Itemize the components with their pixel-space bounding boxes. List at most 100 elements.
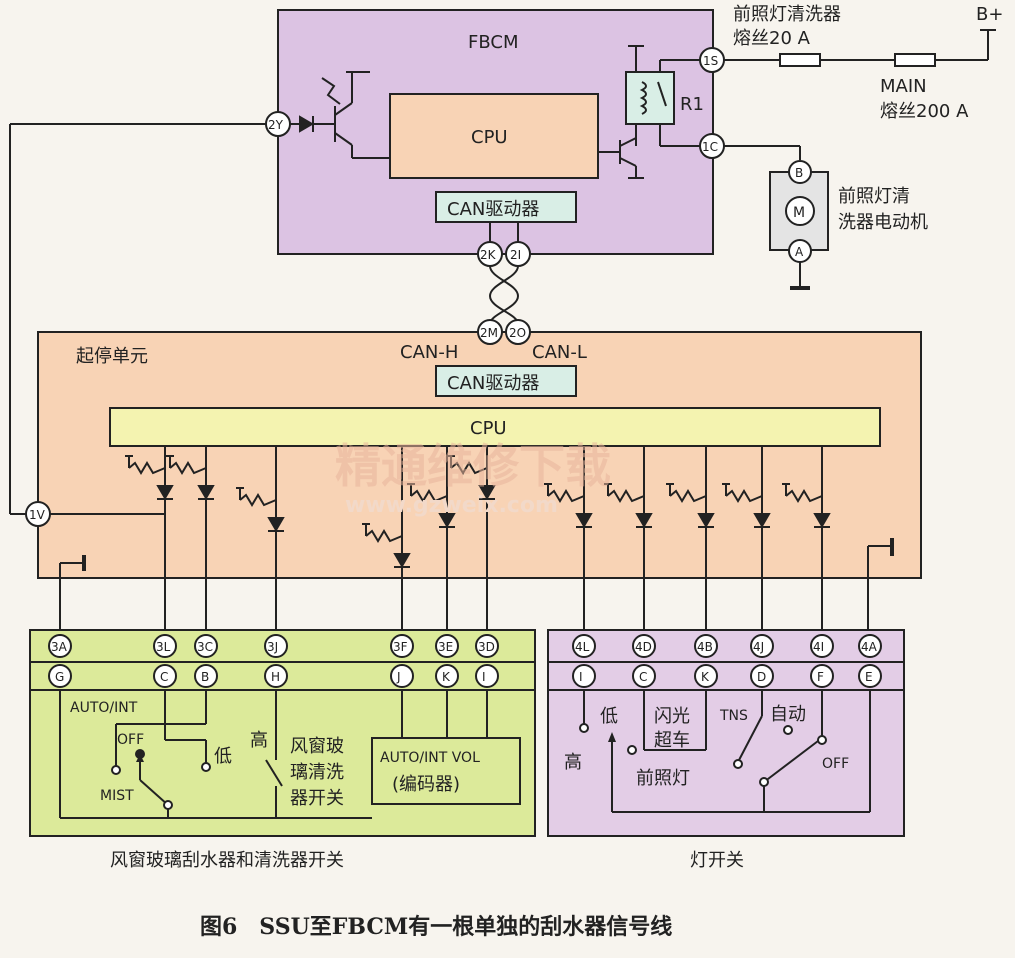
svg-text:4B: 4B <box>697 640 713 654</box>
watermark-url: www.gzweix.com <box>345 493 558 518</box>
ssu-cpu-label: CPU <box>470 418 507 439</box>
light-connector-pin-4J: 4J <box>750 634 774 658</box>
light-arrow <box>608 732 616 742</box>
svg-text:3E: 3E <box>438 640 453 654</box>
svg-text:2K: 2K <box>480 248 497 262</box>
svg-text:3J: 3J <box>267 640 278 654</box>
light-connector-pin-4I: 4I <box>810 634 834 658</box>
pin-2k: 2K <box>477 241 503 267</box>
wiper-connector-pin-3E: 3E <box>435 634 459 658</box>
light-high-label: 高 <box>564 752 582 773</box>
fbcm-relay-r1 <box>625 45 700 147</box>
wiper-low-label: 低 <box>214 746 232 767</box>
svg-text:1C: 1C <box>702 140 718 154</box>
relay-r1-label: R1 <box>680 94 704 115</box>
washer-switch-label-1: 风窗玻 <box>290 736 344 757</box>
light-terminal-F: F <box>810 664 834 688</box>
ssu-label: 起停单元 <box>76 346 148 367</box>
wiper-connector-pin-3J: 3J <box>264 634 288 658</box>
light-terminal-E: E <box>858 664 882 688</box>
fbcm-input-transistor <box>290 71 390 159</box>
light-terminal-D: D <box>750 664 774 688</box>
svg-text:A: A <box>795 245 804 259</box>
wiper-connector-pin-3D: 3D <box>475 634 499 658</box>
fuse-circuit <box>724 29 996 67</box>
fbcm-cpu-box <box>389 93 599 179</box>
light-switch-module <box>547 629 905 837</box>
wiper-off-label: OFF <box>117 732 144 748</box>
svg-text:4A: 4A <box>861 640 878 654</box>
wiper-connector-pin-3L: 3L <box>153 634 177 658</box>
svg-text:2M: 2M <box>480 326 498 340</box>
motor-symbol: M <box>793 205 805 221</box>
svg-text:3A: 3A <box>51 640 68 654</box>
light-terminal-K: K <box>694 664 718 688</box>
wiper-terminal-G: G <box>48 664 72 688</box>
light-terminal-I: I <box>572 664 596 688</box>
svg-text:2O: 2O <box>509 326 526 340</box>
wiper-connector-pin-3A: 3A <box>48 634 72 658</box>
motor-label-2: 洗器电动机 <box>838 212 928 233</box>
washer-fuse-label-2: 熔丝20 A <box>733 28 811 49</box>
figure-caption: 图6 SSU至FBCM有一根单独的刮水器信号线 <box>200 914 672 940</box>
ssu-driver-5 <box>407 446 456 636</box>
fbcm-output-transistor <box>598 137 644 179</box>
wiper-mist-contact <box>111 765 121 775</box>
light-low-label: 低 <box>600 706 618 727</box>
light-off-contact <box>817 735 827 745</box>
encoder-label-2: (编码器) <box>392 774 460 795</box>
svg-text:J: J <box>396 670 401 684</box>
ssu-driver-1 <box>125 446 174 636</box>
motor-pin-a: A <box>788 239 812 263</box>
svg-text:C: C <box>639 670 647 684</box>
light-flash-label-2: 超车 <box>654 730 690 751</box>
ssu-driver-9 <box>666 446 715 636</box>
washer-fuse-label-1: 前照灯清洗器 <box>733 4 841 25</box>
light-connector-pin-4B: 4B <box>694 634 718 658</box>
light-off-label: OFF <box>822 756 849 772</box>
pin-1s: 1S <box>699 47 725 73</box>
wiper-terminal-B: B <box>194 664 218 688</box>
fbcm-can-driver-box <box>435 191 577 223</box>
wiper-arrow <box>136 754 144 762</box>
ssu-driver-8 <box>604 446 653 636</box>
wiper-terminal-K: K <box>435 664 459 688</box>
wiper-high-label: 高 <box>250 730 268 751</box>
svg-text:3F: 3F <box>393 640 408 654</box>
ssu-driver-7 <box>544 446 593 636</box>
svg-text:4D: 4D <box>635 640 652 654</box>
motor-label-1: 前照灯清 <box>838 186 910 207</box>
light-auto-label: 自动 <box>770 704 806 725</box>
fbcm-can-driver-label: CAN驱动器 <box>447 199 539 220</box>
fbcm-label: FBCM <box>468 32 518 53</box>
svg-text:1S: 1S <box>703 54 718 68</box>
svg-text:4J: 4J <box>753 640 764 654</box>
wiper-auto-int-label: AUTO/INT <box>70 700 138 716</box>
light-flash-label-1: 闪光 <box>654 706 690 727</box>
svg-text:2Y: 2Y <box>268 118 284 132</box>
ssu-driver-3 <box>236 446 285 636</box>
light-connector-pin-4D: 4D <box>632 634 656 658</box>
washer-switch-label-2: 璃清洗 <box>290 762 344 783</box>
svg-text:G: G <box>55 670 64 684</box>
ssu-cpu-bar <box>109 407 881 447</box>
svg-text:3D: 3D <box>478 640 495 654</box>
svg-text:B: B <box>201 670 209 684</box>
svg-text:F: F <box>817 670 824 684</box>
svg-text:K: K <box>701 670 710 684</box>
pin-2o: 2O <box>505 319 531 345</box>
ssu-driver-4 <box>362 446 411 636</box>
wiper-connector-pin-3F: 3F <box>390 634 414 658</box>
watermark-text: 精通维修下载 <box>335 439 611 493</box>
svg-text:B: B <box>795 166 803 180</box>
main-fuse-label-1: MAIN <box>880 76 927 97</box>
light-headlight-label: 前照灯 <box>636 768 690 789</box>
pin-1v: 1V <box>25 501 51 527</box>
svg-text:D: D <box>757 670 766 684</box>
light-switch-contacts <box>583 690 871 813</box>
ssu-can-driver-box <box>435 365 577 397</box>
svg-text:C: C <box>160 670 168 684</box>
svg-text:2I: 2I <box>510 248 521 262</box>
